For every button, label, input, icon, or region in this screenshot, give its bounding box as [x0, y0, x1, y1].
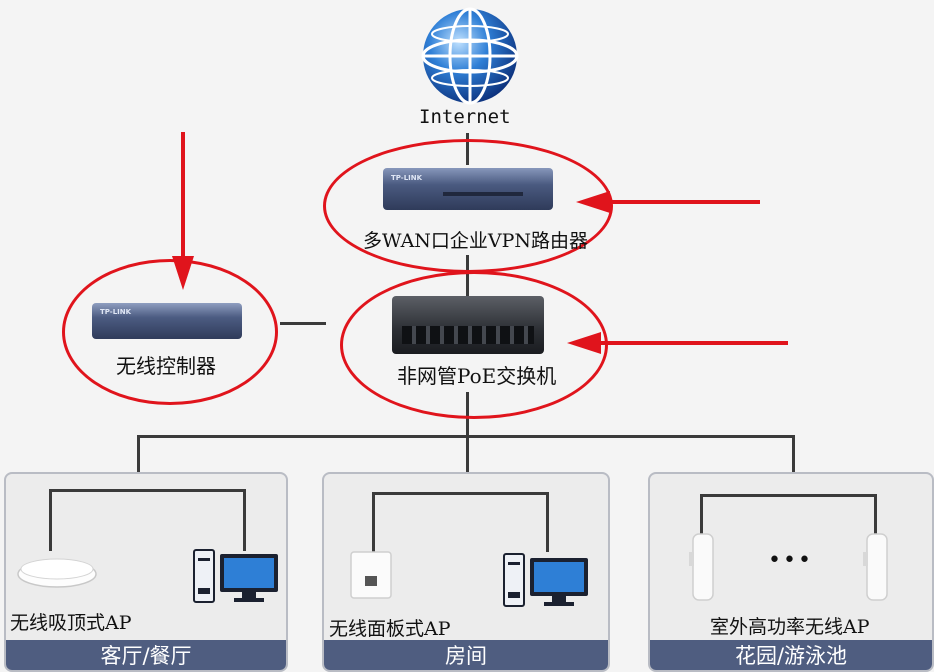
- controller-device: TP-LINK: [92, 303, 242, 339]
- controller-label: 无线控制器: [116, 354, 216, 378]
- bus-drop-right: [792, 435, 795, 480]
- router-arrow: [576, 191, 760, 213]
- internet-label: Internet: [419, 106, 511, 128]
- switch-arrow: [567, 332, 788, 354]
- bus-drop-left: [137, 435, 140, 480]
- zone-living-ap-label: 无线吸顶式AP: [10, 612, 132, 634]
- ellipsis-icon: •••: [768, 548, 813, 573]
- controller-arrow: [172, 132, 194, 290]
- link-controller-switch: [280, 322, 326, 325]
- zone-garden-title: 花园/游泳池: [650, 640, 932, 670]
- outdoor-ap-icon: [689, 533, 714, 601]
- zone-room-ap-label: 无线面板式AP: [329, 618, 451, 640]
- switch-label: 非网管PoE交换机: [397, 364, 557, 388]
- desktop-computer-icon: [503, 553, 588, 607]
- router-label: 多WAN口企业VPN路由器: [363, 230, 589, 252]
- ceiling-ap-icon: [17, 558, 97, 588]
- zone-garden-pool: ••• 室外高功率无线AP 花园/游泳池: [648, 472, 934, 672]
- zone-living-dining: 无线吸顶式AP 客厅/餐厅: [4, 472, 288, 672]
- switch-device: [392, 296, 544, 354]
- zone-living-title: 客厅/餐厅: [6, 640, 286, 670]
- controller-brand: TP-LINK: [100, 308, 132, 316]
- zone-room-title: 房间: [324, 640, 608, 670]
- globe-icon: [421, 7, 519, 105]
- controller-highlight-ring: [62, 259, 278, 405]
- desktop-computer-icon: [193, 549, 278, 603]
- zone-garden-ap-label: 室外高功率无线AP: [710, 616, 870, 638]
- router-brand: TP-LINK: [391, 174, 423, 182]
- router-device: TP-LINK: [383, 168, 553, 210]
- distribution-bus: [137, 435, 795, 438]
- panel-ap-icon: [350, 551, 392, 599]
- outdoor-ap-icon: [863, 533, 888, 601]
- zone-room: 无线面板式AP 房间: [322, 472, 610, 672]
